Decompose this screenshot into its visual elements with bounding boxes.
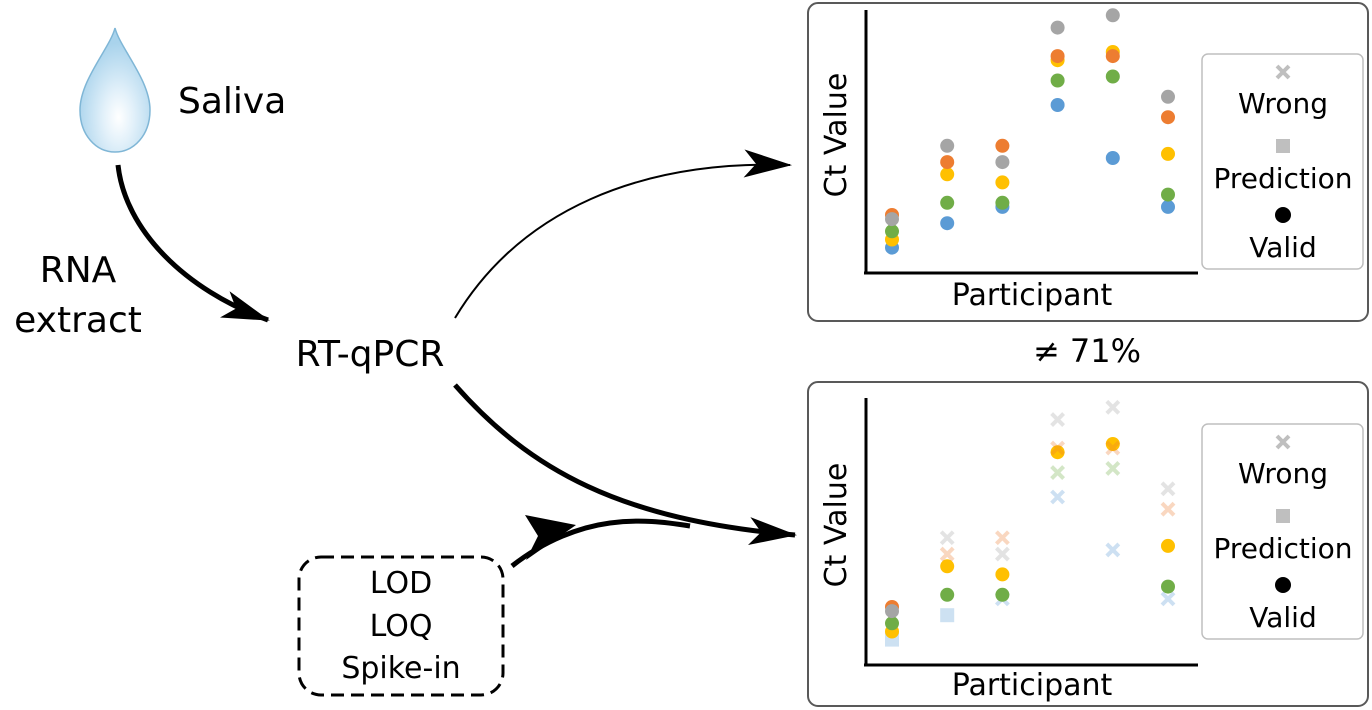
wrong-point (1105, 440, 1121, 456)
wrong-cross-icon (1275, 64, 1291, 80)
chart-top: Participant Ct Value Wrong Prediction Va… (807, 2, 1369, 322)
box-spikein: Spike-in (341, 651, 460, 686)
arrow-box-head (525, 515, 576, 560)
wrong-point (1105, 542, 1121, 558)
arrow-rtqpcr-to-chart-bottom (453, 383, 797, 546)
wrong-cross-icon (1275, 434, 1291, 450)
chart-bottom-legend-prediction: Prediction (1213, 532, 1352, 565)
valid-point (885, 212, 899, 227)
chart-bottom: Participant Ct Value Wrong Prediction Va… (807, 381, 1369, 707)
wrong-point (994, 530, 1010, 546)
valid-point (1161, 110, 1175, 125)
chart-bottom-legend-frame (1201, 423, 1364, 640)
saliva-label: Saliva (178, 81, 286, 122)
valid-circle-icon (1275, 577, 1291, 593)
valid-point (940, 559, 955, 574)
valid-point (885, 224, 899, 239)
valid-point (1050, 98, 1065, 112)
wrong-point (1050, 412, 1066, 427)
dashed-parameters-box (297, 555, 505, 697)
valid-point (1050, 445, 1065, 460)
wrong-point (1050, 489, 1066, 505)
chart-top-ylabel: Ct Value (819, 73, 854, 198)
valid-point (995, 138, 1010, 153)
chart-bottom-legend-valid: Valid (1249, 601, 1316, 634)
valid-point (995, 587, 1010, 602)
rna-label-line1: RNA (40, 250, 117, 291)
chart-top-legend-valid: Valid (1249, 231, 1316, 264)
valid-point (1105, 437, 1120, 451)
rna-label-line2: extract (14, 300, 142, 341)
box-loq: LOQ (370, 609, 433, 644)
wrong-point (1160, 501, 1176, 517)
wrong-point (1160, 481, 1176, 497)
valid-point (940, 138, 955, 153)
valid-point (1161, 89, 1175, 104)
valid-point (940, 167, 955, 182)
valid-circle-icon (1275, 207, 1291, 223)
valid-point (995, 175, 1010, 190)
valid-point (1050, 49, 1065, 64)
wrong-point (1160, 591, 1176, 607)
wrong-point (994, 546, 1010, 562)
wrong-point (1050, 440, 1066, 456)
chart-top-legend-frame (1201, 53, 1364, 270)
wrong-point (939, 530, 955, 546)
valid-point (995, 567, 1010, 582)
not-equal-label: ≠ 71% (1033, 332, 1141, 370)
valid-point (940, 216, 955, 231)
chart-top-legend-wrong: Wrong (1238, 87, 1328, 120)
box-lod: LOD (370, 566, 432, 601)
chart-top-legend: Wrong Prediction Valid (1201, 53, 1364, 270)
prediction-point (940, 608, 955, 623)
valid-point (1161, 579, 1175, 594)
chart-top-legend-prediction: Prediction (1213, 162, 1352, 195)
valid-point (885, 604, 899, 619)
valid-point (1161, 538, 1175, 553)
arrow-saliva-to-rtqpcr (115, 164, 270, 323)
valid-point (940, 155, 955, 170)
wrong-point (1105, 461, 1121, 476)
rtqpcr-label: RT-qPCR (296, 334, 445, 375)
chart-bottom-marks (885, 399, 1176, 647)
wrong-point (1105, 399, 1121, 415)
chart-top-marks (885, 8, 1175, 255)
wrong-point (939, 546, 955, 562)
valid-point (1105, 151, 1120, 165)
chart-bottom-ylabel: Ct Value (819, 463, 854, 588)
arrow-rtqpcr-to-chart-top (454, 149, 792, 319)
valid-point (1105, 8, 1120, 23)
saliva-drop-icon (79, 27, 151, 153)
valid-point (1105, 49, 1120, 64)
chart-top-xlabel: Participant (952, 278, 1113, 313)
valid-point (1161, 199, 1175, 214)
valid-point (1105, 69, 1120, 84)
valid-point (940, 587, 955, 602)
chart-bottom-xlabel: Participant (952, 668, 1113, 703)
valid-point (885, 616, 899, 631)
valid-point (1161, 187, 1175, 202)
valid-point (995, 195, 1010, 210)
valid-point (995, 155, 1010, 170)
valid-point (1050, 73, 1065, 88)
valid-point (1050, 20, 1065, 35)
wrong-point (1050, 465, 1066, 480)
prediction-square-icon (1276, 509, 1290, 523)
valid-point (1161, 146, 1175, 161)
chart-bottom-legend: Wrong Prediction Valid (1201, 423, 1364, 640)
prediction-square-icon (1276, 139, 1290, 153)
valid-point (940, 195, 955, 210)
chart-bottom-legend-wrong: Wrong (1238, 457, 1328, 490)
